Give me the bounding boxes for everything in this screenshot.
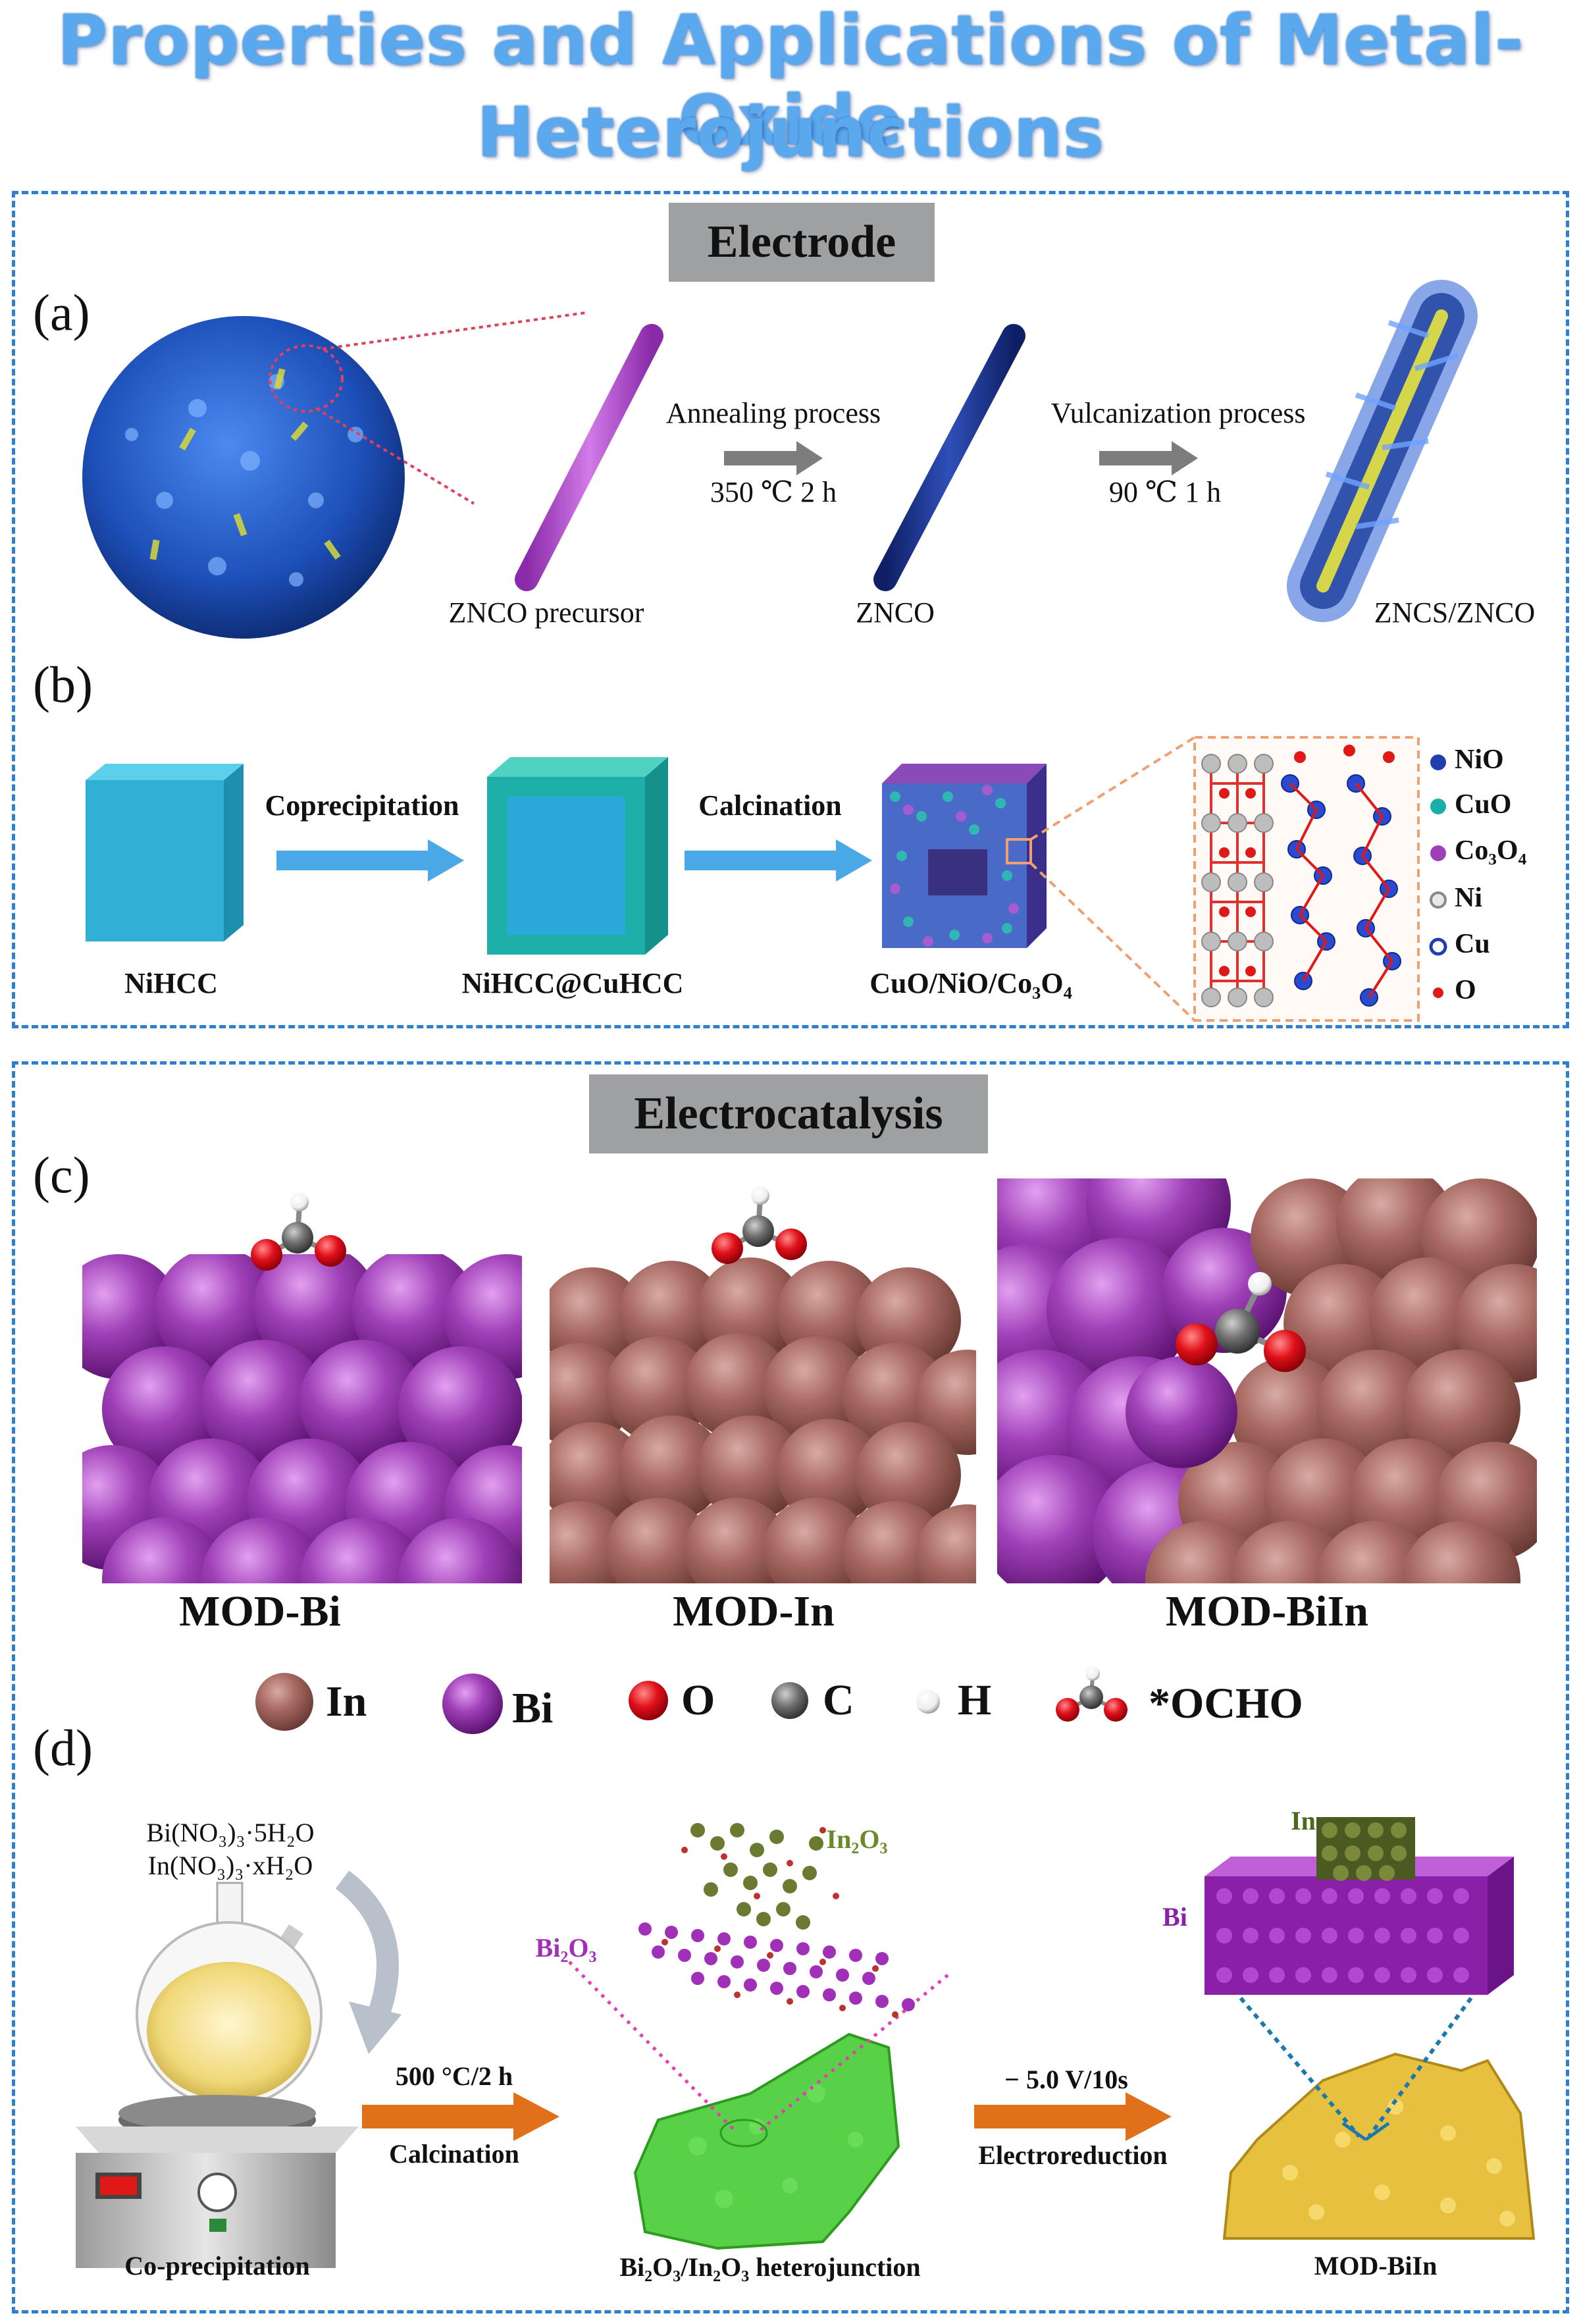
vulcanization-process-label: Vulcanization process — [1050, 397, 1306, 429]
electrocatalysis-section — [12, 1061, 1569, 2313]
reagent-in-nitrate: In(NO₃)₃·xH₂O — [147, 1851, 313, 1880]
caption-co-precipitation: Co-precipitation — [124, 2251, 310, 2281]
in2o3-label: In₂O₃ — [826, 1824, 888, 1854]
bi-label: Bi — [1162, 1902, 1187, 1932]
nihcc-cuhcc-cube — [487, 757, 668, 955]
curved-arrow — [335, 1870, 402, 2054]
caption-nihcc-cuhcc: NiHCC@CuHCC — [461, 967, 684, 999]
electroreduction-arrow — [974, 2092, 1172, 2141]
panel-a-diagram — [82, 280, 1478, 639]
vulcanization-condition-label: 90 ℃ 1 h — [1108, 476, 1222, 508]
bi-sphere-icon — [442, 1674, 503, 1734]
coprecipitation-label: Coprecipitation — [265, 789, 459, 822]
electrode-section — [12, 191, 1569, 1028]
zncs-znco-rod — [1287, 280, 1478, 622]
caption-mod-biin: MOD-BiIn — [1165, 1587, 1369, 1635]
bi2o3-label: Bi₂O₃ — [535, 1933, 597, 1963]
legend-cu: Cu — [1455, 929, 1490, 959]
calcination-label-d: Calcination — [389, 2139, 519, 2169]
electrocatalysis-heading: Electrocatalysis — [589, 1074, 988, 1153]
vulcanization-arrow — [1099, 441, 1198, 475]
in-sphere-icon — [255, 1673, 313, 1731]
panel-d-label: (d) — [33, 1719, 93, 1776]
caption-nihcc: NiHCC — [124, 967, 218, 999]
annealing-condition-label: 350 ℃ 2 h — [710, 476, 837, 508]
legend-nio: NiO — [1455, 745, 1504, 775]
caption-znco: ZNCO — [856, 596, 935, 629]
h-sphere-icon — [916, 1690, 940, 1714]
caption-mod-bi: MOD-Bi — [179, 1587, 341, 1635]
ocho-molecule-biin — [1176, 1272, 1306, 1372]
electrode-heading: Electrode — [669, 203, 935, 282]
panel-c-models — [82, 1178, 1537, 1734]
teal-dot-icon — [1430, 799, 1446, 814]
caption-znco-precursor: ZNCO precursor — [448, 596, 644, 629]
blue-dot-icon — [1430, 754, 1446, 770]
caption-mod-in: MOD-In — [673, 1587, 835, 1635]
reagent-bi-nitrate: Bi(NO₃)₃·5H₂O — [146, 1818, 315, 1847]
c-sphere-icon — [771, 1682, 808, 1719]
purple-dot-icon — [1430, 845, 1446, 861]
bi-in-slab — [1205, 1817, 1514, 1995]
znco-precursor-rod — [515, 324, 663, 591]
znco-rod — [873, 324, 1025, 591]
legend-ocho: *OCHO — [1149, 1679, 1303, 1728]
ocho-molecule-icon — [1056, 1666, 1127, 1722]
panel-b-label: (b) — [33, 656, 93, 713]
nihcc-cube — [86, 764, 244, 941]
caption-mod-biin-d: MOD-BiIn — [1314, 2251, 1438, 2281]
legend-o-atom: O — [681, 1676, 715, 1724]
calcination-condition-label: 500 °C/2 h — [395, 2061, 513, 2091]
panel-a-label: (a) — [33, 284, 90, 341]
caption-heterojunction: Bi₂O₃/In₂O₃ heterojunction — [619, 2252, 921, 2282]
mod-in-surface — [550, 1254, 976, 1583]
legend-co3o4: Co₃O₄ — [1455, 835, 1527, 866]
calcination-label-b: Calcination — [698, 789, 842, 822]
bi2o3-in2o3-heterojunction — [568, 1961, 949, 2250]
ocho-molecule-in — [712, 1186, 807, 1264]
legend-bi: Bi — [512, 1684, 554, 1732]
panel-c-label: (c) — [33, 1146, 90, 1203]
legend-in: In — [326, 1677, 367, 1726]
annealing-process-label: Annealing process — [665, 397, 881, 429]
legend-h-atom: H — [958, 1676, 992, 1724]
coprecipitation-arrow — [276, 839, 464, 882]
blue-ring-icon — [1429, 938, 1447, 956]
cuo-nio-co3o4-cube — [882, 736, 1196, 1022]
electroreduction-condition-label: − 5.0 V/10s — [1004, 2065, 1128, 2094]
caption-cuo-nio-co3o4: CuO/NiO/Co₃O₄ — [869, 967, 1072, 999]
round-bottom-flask — [136, 1882, 323, 2108]
znco-nanosphere — [82, 311, 586, 639]
red-dot-icon — [1433, 988, 1443, 998]
ocho-molecule-bi — [251, 1193, 346, 1271]
electroreduction-label: Electroreduction — [978, 2140, 1168, 2170]
legend-ni: Ni — [1455, 883, 1482, 913]
gray-ring-icon — [1430, 891, 1447, 909]
magnetic-stirrer — [76, 2095, 359, 2268]
annealing-arrow — [724, 441, 823, 475]
in-label: In — [1291, 1806, 1316, 1835]
o-sphere-icon — [629, 1681, 668, 1720]
panel-b-diagram — [86, 736, 1447, 1022]
legend-cuo: CuO — [1455, 789, 1512, 820]
calcination-arrow — [685, 839, 872, 882]
legend-c-atom: C — [823, 1676, 854, 1724]
mod-biin-surface — [997, 1178, 1537, 1583]
mod-bi-surface — [82, 1254, 522, 1583]
page-title-line2: Heterojunctions — [477, 92, 1104, 172]
crystal-lattice-zoom — [1193, 736, 1420, 1022]
page-title-line1: Properties and Applications of Metal-Oxi… — [57, 0, 1524, 161]
caption-zncs-znco: ZNCS/ZNCO — [1374, 596, 1536, 629]
mod-biin-particle — [1222, 1997, 1536, 2240]
oxide-particle-cloud — [638, 1823, 915, 2018]
calcination-arrow-orange — [362, 2092, 559, 2141]
legend-o: O — [1455, 975, 1476, 1005]
